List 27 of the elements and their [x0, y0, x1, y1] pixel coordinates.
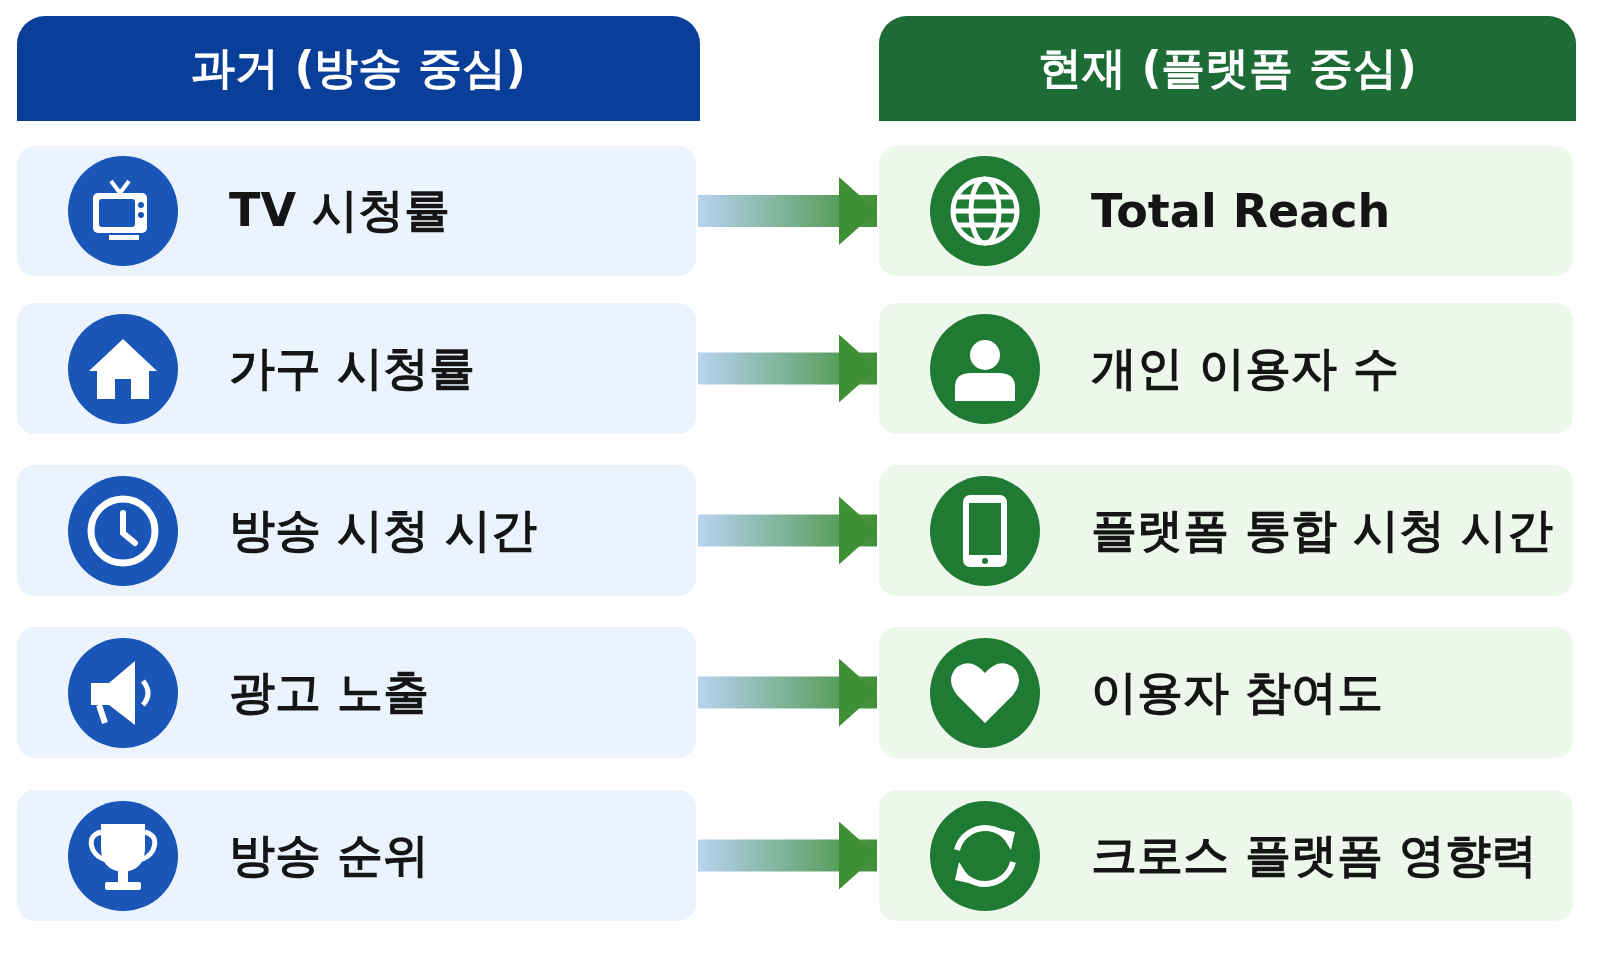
metric-label: 이용자 참여도: [1091, 663, 1383, 721]
metric-label: 방송 시청 시간: [229, 501, 538, 559]
column-header: 현재 (플랫폼 중심): [879, 16, 1576, 121]
metric-label: TV 시청률: [229, 182, 450, 239]
metric-label: 플랫폼 통합 시청 시간: [1091, 501, 1554, 559]
arrow: [698, 334, 877, 403]
metric-card: [17, 146, 696, 276]
metric-label: Total Reach: [1091, 184, 1391, 238]
metric-label: 광고 노출: [229, 663, 429, 721]
metric-card: [17, 790, 696, 921]
arrow: [698, 658, 877, 727]
metric-card: [879, 465, 1573, 596]
metric-card: [879, 627, 1573, 758]
metric-label: 방송 순위: [229, 826, 429, 884]
arrow: [698, 177, 877, 245]
metric-card: [17, 465, 696, 596]
metric-card: [879, 790, 1573, 921]
metric-card: [879, 146, 1573, 276]
metric-card: [17, 303, 696, 434]
column-header: 과거 (방송 중심): [17, 16, 700, 121]
metric-label: 크로스 플랫폼 영향력: [1091, 826, 1538, 884]
arrow: [698, 496, 877, 565]
arrow: [698, 821, 877, 890]
metric-label: 개인 이용자 수: [1091, 339, 1400, 397]
metric-card: [879, 303, 1573, 434]
metric-card: [17, 627, 696, 758]
metric-label: 가구 시청률: [229, 339, 475, 397]
